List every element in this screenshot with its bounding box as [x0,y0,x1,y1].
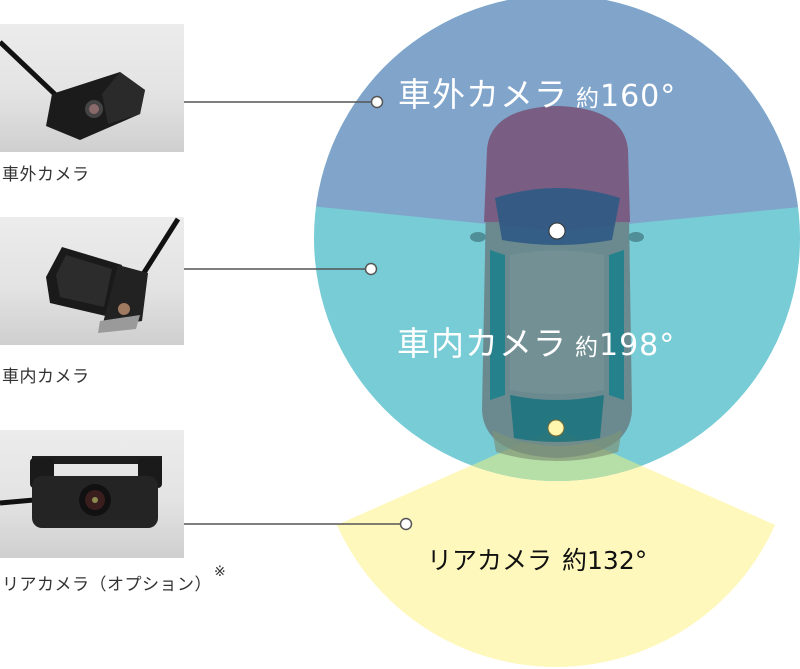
interior-camera-approx: 約 [575,335,599,361]
front-camera-photo-label: 車外カメラ [2,165,90,185]
interior-camera-zone-name: 車内カメラ [397,324,567,363]
rear-camera-angle: 132° [587,546,648,575]
front-camera-approx: 約 [576,86,600,112]
rear-camera-approx: 約 [562,546,588,575]
front-camera-device-icon [0,40,145,140]
interior-camera-device-icon [46,217,181,333]
interior-camera-photo [0,217,184,345]
car-top-view [470,106,644,461]
rear-camera-zone-name: リアカメラ [427,546,553,575]
front-leader-dot [370,95,384,109]
front-camera-zone-label: 車外カメラ約160° [398,68,676,116]
rear-camera-device-icon [0,456,162,528]
footnote-mark: ※ [214,564,227,580]
front-camera-coverage-sector [314,0,800,231]
front-camera-angle: 160° [600,79,677,114]
front-camera-position-dot [548,222,566,240]
rear-camera-zone-label: リアカメラ約132° [427,541,647,577]
rear-camera-position-dot [547,419,565,437]
interior-camera-angle: 198° [599,328,676,363]
rear-camera-photo-label-text: リアカメラ（オプション） [2,575,212,595]
rear-camera-photo [0,430,184,558]
rear-leader-dot [399,517,413,531]
interior-camera-photo-label: 車内カメラ [2,367,90,387]
front-camera-zone-name: 車外カメラ [398,75,568,114]
front-camera-photo [0,24,184,152]
rear-camera-photo-label: リアカメラ（オプション）※ [2,564,226,595]
interior-leader-dot [364,262,378,276]
rear-camera-coverage-fill [337,428,775,667]
interior-camera-zone-label: 車内カメラ約198° [397,317,675,365]
